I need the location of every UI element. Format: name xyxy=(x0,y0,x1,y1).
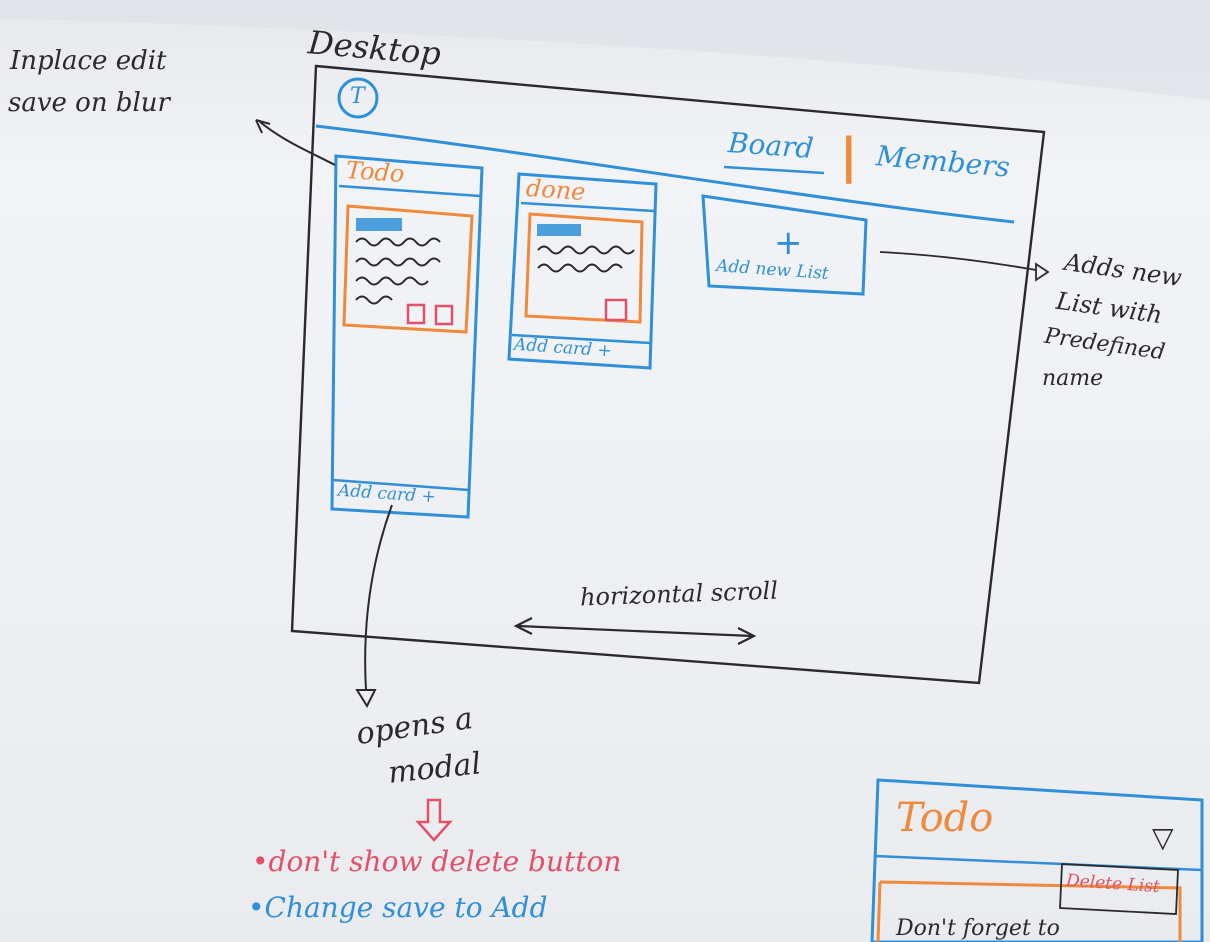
detail-list-frame xyxy=(870,778,1204,942)
desktop-window-frame xyxy=(290,64,1046,685)
done-card-frame xyxy=(524,212,644,324)
list-done-frame xyxy=(507,172,658,370)
detail-list-title[interactable]: Todo xyxy=(896,795,994,841)
note-horizontal-scroll: horizontal scroll xyxy=(579,576,779,612)
list-todo-frame xyxy=(330,154,484,519)
modal-rule-delete: •don't show delete button xyxy=(252,845,622,878)
detail-card-text: Don't forget to xyxy=(896,916,1060,941)
list-todo-title[interactable]: Todo xyxy=(345,155,406,189)
detail-dropdown-icon[interactable]: ▽ xyxy=(1152,821,1174,854)
modal-rule-save: •Change save to Add xyxy=(248,891,548,924)
note-inplace-line2: save on blur xyxy=(8,88,170,118)
logo-letter: T xyxy=(350,84,365,109)
note-adds-line4: name xyxy=(1042,366,1104,391)
nav-separator: | xyxy=(840,128,858,184)
add-new-list-plus[interactable]: + xyxy=(774,223,803,263)
nav-board[interactable]: Board xyxy=(726,126,815,165)
header-divider xyxy=(315,124,1015,224)
note-inplace-line1: Inplace edit xyxy=(10,46,167,76)
todo-card-frame xyxy=(342,204,474,334)
logo-circle xyxy=(337,77,379,119)
add-new-list-frame xyxy=(701,194,868,296)
list-done-title[interactable]: done xyxy=(525,173,587,207)
